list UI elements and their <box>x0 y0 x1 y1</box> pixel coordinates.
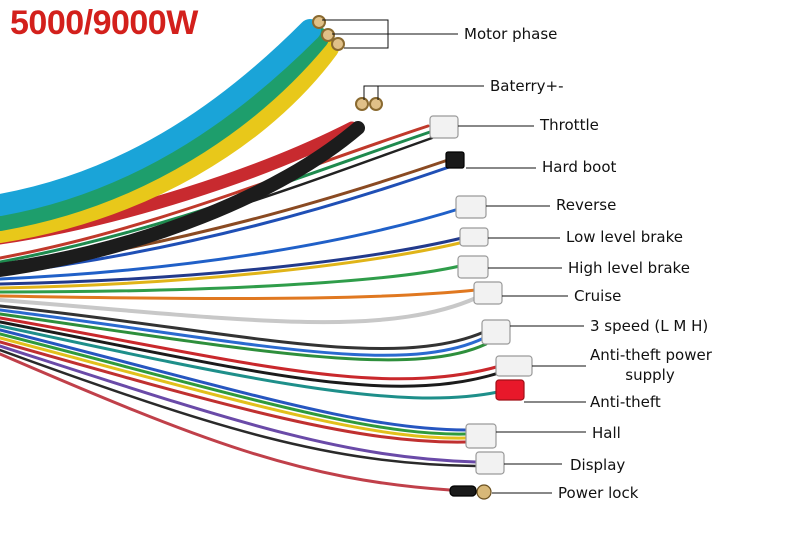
wire-reverse-blue <box>0 206 464 281</box>
phase-cable-yellow <box>0 37 339 243</box>
battery-lug-2 <box>369 97 383 111</box>
wire-hall-red <box>0 340 468 444</box>
connectors <box>429 115 533 500</box>
label-antitheft-power-line2: supply <box>625 366 675 384</box>
label-display: Display <box>570 456 626 474</box>
label-high-brake: High level brake <box>568 259 690 277</box>
wire-powerlock-red <box>0 352 452 492</box>
wire-lowbrake-yellow <box>0 240 466 290</box>
wire-speed-green <box>0 312 488 362</box>
label-motor-phase: Motor phase <box>464 25 558 43</box>
wire-atp-black <box>0 320 504 388</box>
leader-battery <box>363 85 379 100</box>
label-throttle: Throttle <box>540 116 599 134</box>
low-brake-connector <box>459 227 489 247</box>
label-antitheft-power: Anti-theft power supply <box>590 345 712 385</box>
label-battery: Baterry+- <box>490 77 564 95</box>
antitheft-connector <box>495 379 525 401</box>
power-lock-lug <box>476 484 492 500</box>
wire-speed-blue <box>0 308 486 357</box>
reverse-connector <box>455 195 487 219</box>
label-antitheft-power-line1: Anti-theft power <box>590 346 712 364</box>
wire-display-purple <box>0 344 478 464</box>
label-hard-boot: Hard boot <box>542 158 617 176</box>
wire-throttle-red <box>0 124 430 260</box>
wire-hall-yellow <box>0 336 468 440</box>
label-hall: Hall <box>592 424 621 442</box>
label-cruise: Cruise <box>574 287 622 305</box>
label-reverse: Reverse <box>556 196 617 214</box>
wire-lowbrake-navy <box>0 236 464 286</box>
signal-wires <box>0 124 504 492</box>
hall-connector <box>465 423 497 449</box>
wire-speed-black <box>0 304 486 351</box>
label-power-lock: Power lock <box>558 484 639 502</box>
label-antitheft: Anti-theft <box>590 393 661 411</box>
battery-lug-1 <box>355 97 369 111</box>
wire-hall-blue <box>0 328 468 432</box>
throttle-connector <box>429 115 459 139</box>
hard-boot-connector <box>445 151 465 169</box>
cruise-connector <box>473 281 503 305</box>
speed-connector <box>481 319 511 345</box>
battery-black-cable <box>0 121 365 277</box>
antitheft-power-connector <box>495 355 533 377</box>
label-low-brake: Low level brake <box>566 228 684 246</box>
power-lock-sleeve <box>449 485 477 497</box>
wire-atp-red <box>0 316 502 381</box>
phase-cable-blue <box>0 19 321 216</box>
wire-speed-grey <box>0 296 478 325</box>
phase-lug-1 <box>312 15 326 29</box>
phase-lug-2 <box>321 28 335 42</box>
phase-cables <box>0 19 339 243</box>
display-connector <box>475 451 505 475</box>
wire-antitheft-teal <box>0 324 500 400</box>
battery-lugs <box>355 97 383 111</box>
wire-cruise-orange <box>0 288 478 300</box>
phase-cable-green <box>0 27 329 231</box>
wire-highbrake-green <box>0 264 462 294</box>
page-title: 5000/9000W <box>10 4 198 42</box>
phase-lugs <box>312 15 345 51</box>
phase-lug-3 <box>331 37 345 51</box>
wire-hall-green <box>0 332 468 436</box>
high-brake-connector <box>457 255 489 279</box>
label-3-speed: 3 speed (L M H) <box>590 317 709 335</box>
leader-lines <box>322 19 586 494</box>
wire-display-black <box>0 348 478 468</box>
